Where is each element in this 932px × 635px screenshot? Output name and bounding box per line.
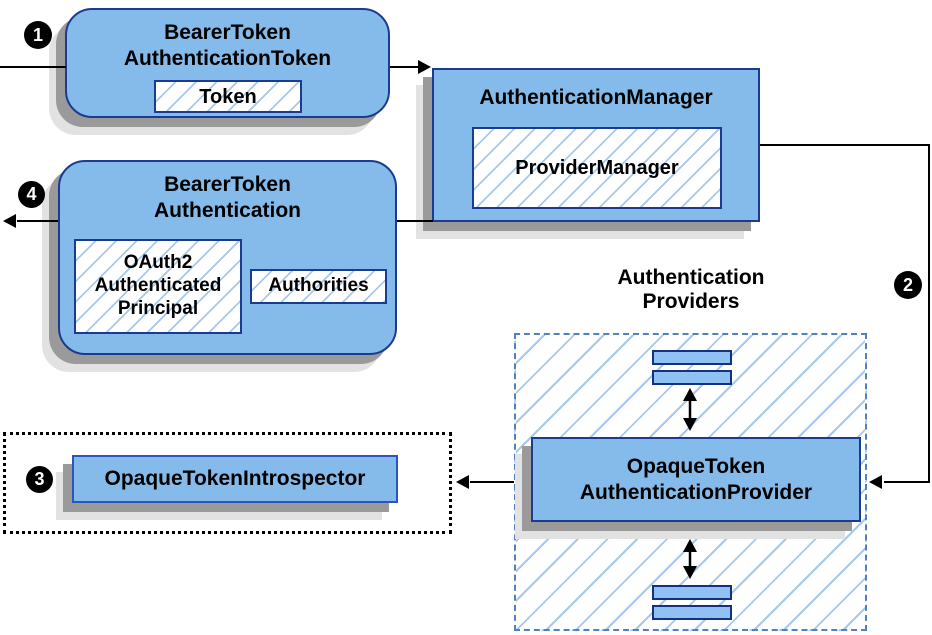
arrowhead-manager-to-provider [869,475,882,489]
opaque-token-authentication-provider-title: OpaqueToken AuthenticationProvider [579,454,813,504]
authentication-providers-container: OpaqueToken AuthenticationProvider [514,333,867,631]
node-opaque-token-introspector: OpaqueTokenIntrospector [72,455,398,503]
arrowhead-provider-to-introspector [456,475,469,489]
authorities-label: Authorities [268,275,369,297]
step-4-badge: 4 [18,181,45,208]
provider-slot-bar [652,370,732,385]
node-provider-manager: ProviderManager [472,127,722,209]
node-token: Token [154,80,302,113]
provider-slot-bar [652,585,732,600]
arrowhead-authentication-out [3,214,16,228]
authentication-manager-title: AuthenticationManager [479,86,713,109]
provider-manager-label: ProviderManager [515,157,679,179]
step-2-badge: 2 [894,271,922,299]
node-opaque-token-authentication-provider: OpaqueToken AuthenticationProvider [531,437,861,522]
oauth2-authenticated-principal-label: OAuth2 Authenticated Principal [94,252,222,319]
bearer-token-authentication-title: BearerToken Authentication [154,173,301,222]
step-1-badge: 1 [24,21,52,49]
step-3-badge: 3 [26,466,53,493]
provider-slot-bar [652,350,732,365]
node-authorities: Authorities [250,269,387,304]
token-label: Token [199,85,257,108]
opaque-token-introspector-title: OpaqueTokenIntrospector [104,467,366,490]
provider-slot-bar [652,605,732,620]
node-bearer-token-authentication: BearerToken Authentication OAuth2 Authen… [58,160,397,355]
node-bearer-token-authentication-token: BearerToken AuthenticationToken Token [65,8,390,118]
arrowhead-token-to-manager [418,60,431,74]
authentication-providers-label: Authentication Providers [617,266,765,313]
bearer-token-authentication-token-title: BearerToken AuthenticationToken [123,21,332,70]
node-oauth2-authenticated-principal: OAuth2 Authenticated Principal [74,239,242,334]
introspector-dotted-container [3,432,452,534]
node-authentication-manager: AuthenticationManager ProviderManager [432,68,760,222]
